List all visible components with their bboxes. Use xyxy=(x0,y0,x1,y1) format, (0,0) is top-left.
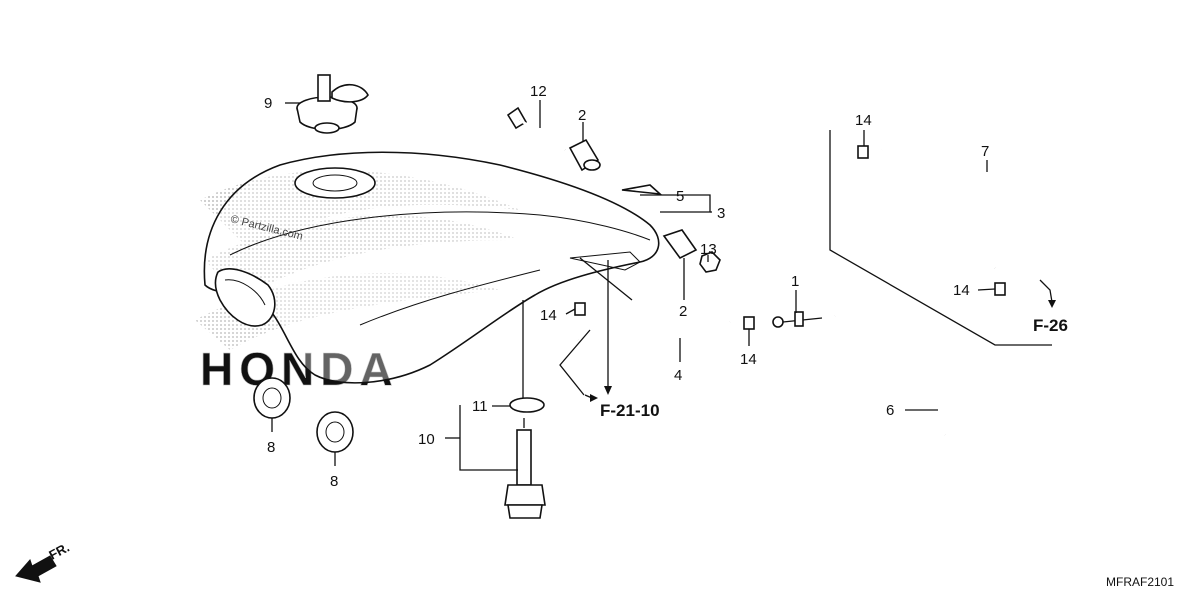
mounting-bolt xyxy=(506,106,566,152)
front-direction-indicator: FR. xyxy=(15,540,72,583)
label-part-14-d: 14 xyxy=(953,282,970,299)
label-part-8-a: 8 xyxy=(267,439,275,456)
label-part-1: 1 xyxy=(791,273,799,290)
label-part-3: 3 xyxy=(717,205,725,222)
brand-watermark-text: HONDA xyxy=(200,343,399,395)
nut-13 xyxy=(699,251,721,273)
tube-clip-d xyxy=(994,282,1006,296)
reference-f-26: F-26 xyxy=(1033,316,1068,335)
tube-clip-b xyxy=(743,316,755,330)
drain-tube-7 xyxy=(881,145,1015,270)
reference-f-21-10: F-21-10 xyxy=(600,401,660,420)
label-part-14-a: 14 xyxy=(540,307,557,324)
label-part-5: 5 xyxy=(676,188,684,205)
bolt-1 xyxy=(772,311,823,328)
rubber-damper-b xyxy=(316,411,354,453)
label-part-2-lower: 2 xyxy=(679,303,687,320)
tube-clip-c xyxy=(857,145,869,159)
rubber-mount-upper xyxy=(568,138,601,172)
label-part-10: 10 xyxy=(418,431,435,448)
label-part-4: 4 xyxy=(674,367,682,384)
label-part-2-upper: 2 xyxy=(578,107,586,124)
rubber-damper-a xyxy=(253,377,291,419)
label-part-14-c: 14 xyxy=(855,112,872,129)
fuel-cap xyxy=(296,74,369,134)
f26-bracket xyxy=(829,130,1056,346)
leader-lines xyxy=(271,100,996,471)
fuel-level-sensor xyxy=(504,418,546,519)
rubber-mount-lower xyxy=(662,229,698,260)
label-part-12: 12 xyxy=(530,83,547,100)
label-part-6: 6 xyxy=(886,402,894,419)
label-part-9: 9 xyxy=(264,95,272,112)
diagram-code: MFRAF2101 xyxy=(1106,575,1174,589)
drain-tube-6 xyxy=(834,310,967,437)
setting-plate xyxy=(621,184,663,196)
label-part-11: 11 xyxy=(472,398,488,415)
part-labels: 9 12 2 5 3 13 2 14 4 1 14 14 7 14 6 11 1… xyxy=(264,83,989,490)
fuel-tank xyxy=(203,151,660,384)
label-part-7: 7 xyxy=(981,143,989,160)
label-part-14-b: 14 xyxy=(740,351,757,368)
label-part-8-b: 8 xyxy=(330,473,338,490)
o-ring xyxy=(509,397,545,413)
breather-tube-4 xyxy=(574,318,731,361)
label-part-13: 13 xyxy=(700,241,717,258)
tube-clip-a xyxy=(574,302,586,316)
